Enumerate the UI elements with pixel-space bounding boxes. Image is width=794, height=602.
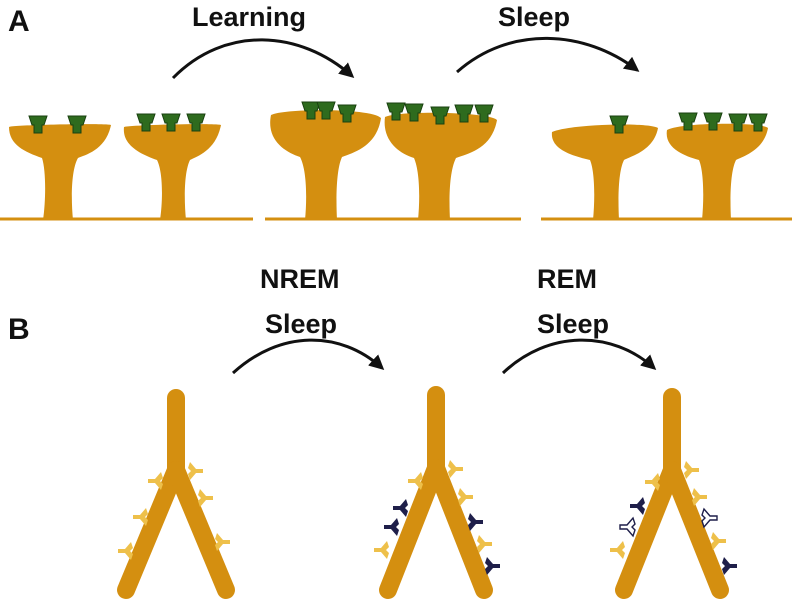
small-spine-1-6 (468, 513, 483, 531)
small-spine-2-7 (711, 532, 726, 550)
receptor-1-0 (136, 113, 156, 132)
small-spine-2-6 (701, 507, 718, 529)
receptor-0-0 (28, 115, 48, 134)
panel-a-letter: A (8, 5, 30, 38)
spine-baseline-1 (9, 124, 111, 220)
receptor-1-1 (161, 113, 181, 132)
rem-label-line1: REM (537, 264, 597, 294)
receptor-5-1 (703, 112, 723, 131)
nrem-label-line1: NREM (260, 264, 340, 294)
panel-b-letter: B (8, 313, 30, 346)
dendrites-b (117, 386, 729, 599)
nrem-label-line2: Sleep (265, 309, 337, 339)
receptor-4-0 (609, 115, 629, 134)
dendrite-baseline (117, 389, 235, 599)
receptor-5-2 (728, 113, 748, 132)
small-spine-1-8 (485, 557, 500, 575)
small-spine-2-5 (692, 488, 707, 506)
dendrite-nrem (379, 386, 493, 599)
learning-label: Learning (192, 2, 306, 32)
spines-b (118, 460, 737, 575)
small-spine-1-5 (458, 488, 473, 506)
spines-a (9, 110, 768, 220)
small-spine-0-5 (215, 533, 230, 551)
small-spine-1-2 (384, 518, 399, 536)
receptor-3-0 (386, 102, 406, 121)
sleep-arrow-a (456, 36, 640, 74)
rem-label-line2: Sleep (537, 309, 609, 339)
small-spine-2-1 (630, 497, 645, 515)
receptors (28, 101, 768, 134)
small-spine-0-1 (133, 508, 148, 526)
small-spine-1-1 (393, 499, 408, 517)
learning-arrow (171, 38, 355, 80)
receptor-2-2 (337, 104, 357, 123)
small-spine-1-3 (374, 541, 389, 559)
small-spine-0-4 (198, 489, 213, 507)
spine-baseline-2 (123, 124, 221, 220)
small-spine-2-0 (645, 473, 660, 491)
small-spine-2-2 (619, 516, 636, 538)
small-spine-2-3 (610, 541, 625, 559)
small-spine-2-4 (684, 461, 699, 479)
receptor-5-0 (678, 112, 698, 131)
spine-learning-2 (384, 112, 497, 220)
receptor-0-1 (67, 115, 87, 134)
spine-learning-1 (270, 110, 381, 220)
receptor-3-3 (454, 104, 474, 123)
small-spine-1-7 (477, 535, 492, 553)
small-spine-0-0 (148, 472, 163, 490)
spine-sleep-1 (551, 124, 658, 220)
receptor-3-1 (404, 103, 424, 122)
dendrite-rem (615, 388, 729, 599)
receptor-5-3 (748, 113, 768, 132)
small-spine-0-2 (118, 542, 133, 560)
receptor-3-2 (430, 106, 450, 125)
receptor-3-4 (474, 104, 494, 123)
small-spine-1-0 (408, 472, 423, 490)
nrem-arrow (231, 338, 385, 375)
receptor-1-2 (186, 113, 206, 132)
small-spine-0-3 (188, 462, 203, 480)
small-spine-1-4 (448, 460, 463, 478)
spine-sleep-2 (666, 123, 768, 220)
small-spine-2-8 (722, 557, 737, 575)
sleep-label-a: Sleep (498, 2, 570, 32)
receptor-2-1 (316, 101, 336, 120)
rem-arrow (501, 338, 657, 375)
